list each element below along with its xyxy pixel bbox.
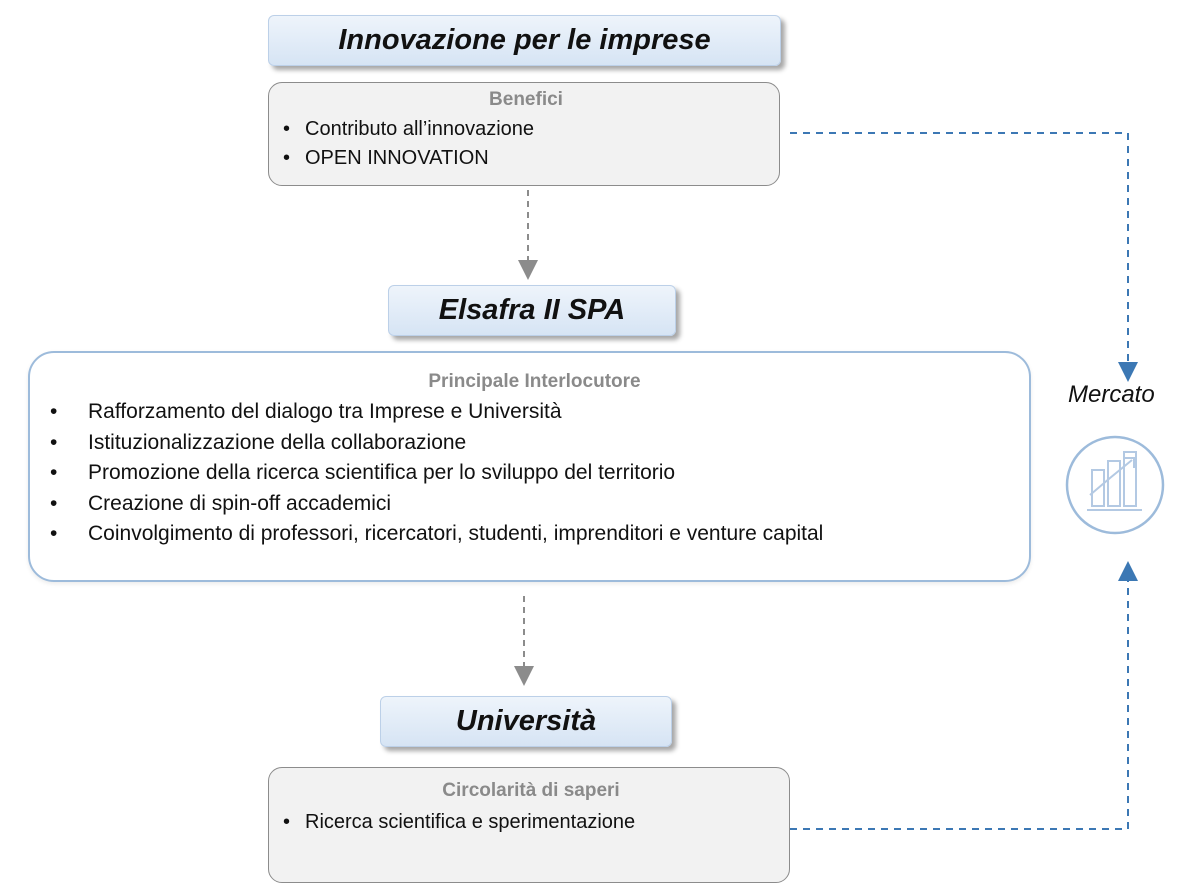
title-innovazione-imprese-text: Innovazione per le imprese [338, 24, 711, 56]
benefici-list: • Contributo all’innovazione • OPEN INNO… [283, 115, 769, 173]
title-elsafra-text: Elsafra II SPA [438, 294, 626, 326]
title-elsafra: Elsafra II SPA [388, 285, 676, 336]
benefici-box: Benefici • Contributo all’innovazione • … [268, 82, 780, 186]
arrow-benefici-to-mercato [790, 132, 1138, 382]
benefici-heading: Benefici [489, 89, 563, 110]
list-item: • Contributo all’innovazione [283, 118, 535, 140]
saperi-heading: Circolarità di saperi [442, 780, 620, 801]
list-item: • Coinvolgimento di professori, ricercat… [50, 522, 824, 545]
saperi-list: • Ricerca scientifica e sperimentazione [283, 808, 779, 837]
interlocutore-heading: Principale Interlocutore [428, 371, 641, 392]
list-item: • Istituzionalizzazione della collaboraz… [50, 430, 467, 454]
list-item: • Rafforzamento del dialogo tra Imprese … [50, 400, 562, 423]
arrow-saperi-to-mercato [790, 561, 1138, 830]
mercato-label: Mercato [1068, 381, 1155, 408]
interlocutore-box: Principale Interlocutore • Rafforzamento… [28, 351, 1031, 582]
list-item: • Promozione della ricerca scientifica p… [50, 461, 676, 484]
list-item: • Ricerca scientifica e sperimentazione [283, 811, 636, 833]
title-universita: Università [380, 696, 672, 747]
bar-chart-growth-icon [1065, 435, 1165, 535]
title-universita-text: Università [455, 705, 597, 737]
list-item: • OPEN INNOVATION [283, 147, 489, 169]
interlocutore-list: • Rafforzamento del dialogo tra Imprese … [48, 397, 1021, 550]
title-innovazione-imprese: Innovazione per le imprese [268, 15, 781, 66]
saperi-box: Circolarità di saperi • Ricerca scientif… [268, 767, 790, 883]
list-item: • Creazione di spin-off accademici [50, 491, 392, 515]
